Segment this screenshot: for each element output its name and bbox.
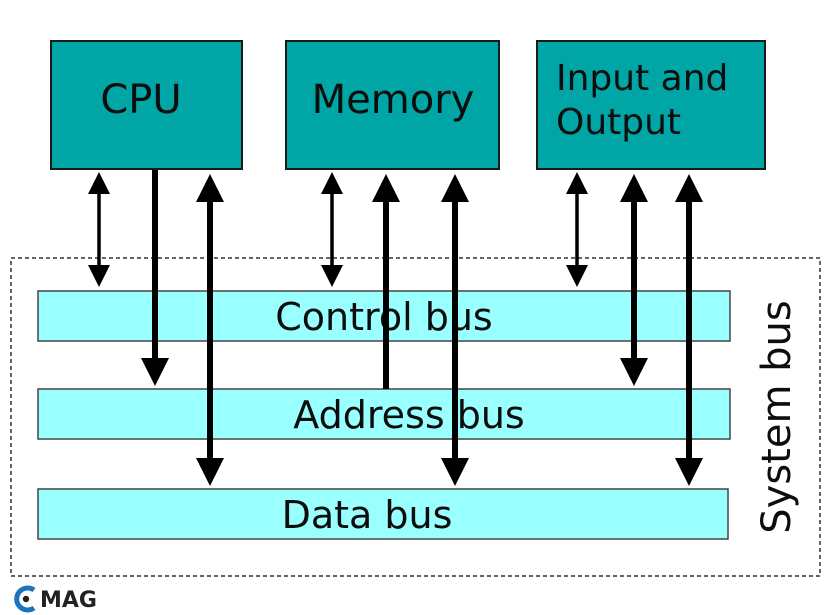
brand-text: MAG <box>40 588 97 613</box>
cmag-logo: MAG <box>14 585 97 613</box>
system-bus-frame <box>10 257 821 577</box>
address-memory-arrow <box>372 174 400 389</box>
cpu-control-arrow <box>88 172 110 287</box>
data-bus: Data bus <box>37 488 729 540</box>
cpu-address-arrow <box>141 170 169 386</box>
memory-control-arrow <box>321 172 343 287</box>
address-bus: Address bus <box>37 388 731 440</box>
io-data-arrow <box>675 174 703 486</box>
io-address-arrow <box>620 174 648 386</box>
io-box: Input and Output <box>536 40 766 170</box>
c-logo-icon <box>14 585 36 613</box>
memory-data-arrow <box>441 174 469 486</box>
system-bus-label: System bus <box>754 300 800 533</box>
address-bus-label: Address bus <box>293 393 524 437</box>
memory-box: Memory <box>285 40 500 170</box>
cpu-data-arrow <box>196 174 224 486</box>
data-bus-label: Data bus <box>282 493 453 537</box>
io-label-line2: Output <box>556 102 681 143</box>
cpu-box: CPU <box>50 40 243 170</box>
memory-label: Memory <box>312 77 475 123</box>
cpu-label: CPU <box>100 77 181 123</box>
io-control-arrow <box>566 172 588 287</box>
io-label-line1: Input and <box>556 58 728 99</box>
